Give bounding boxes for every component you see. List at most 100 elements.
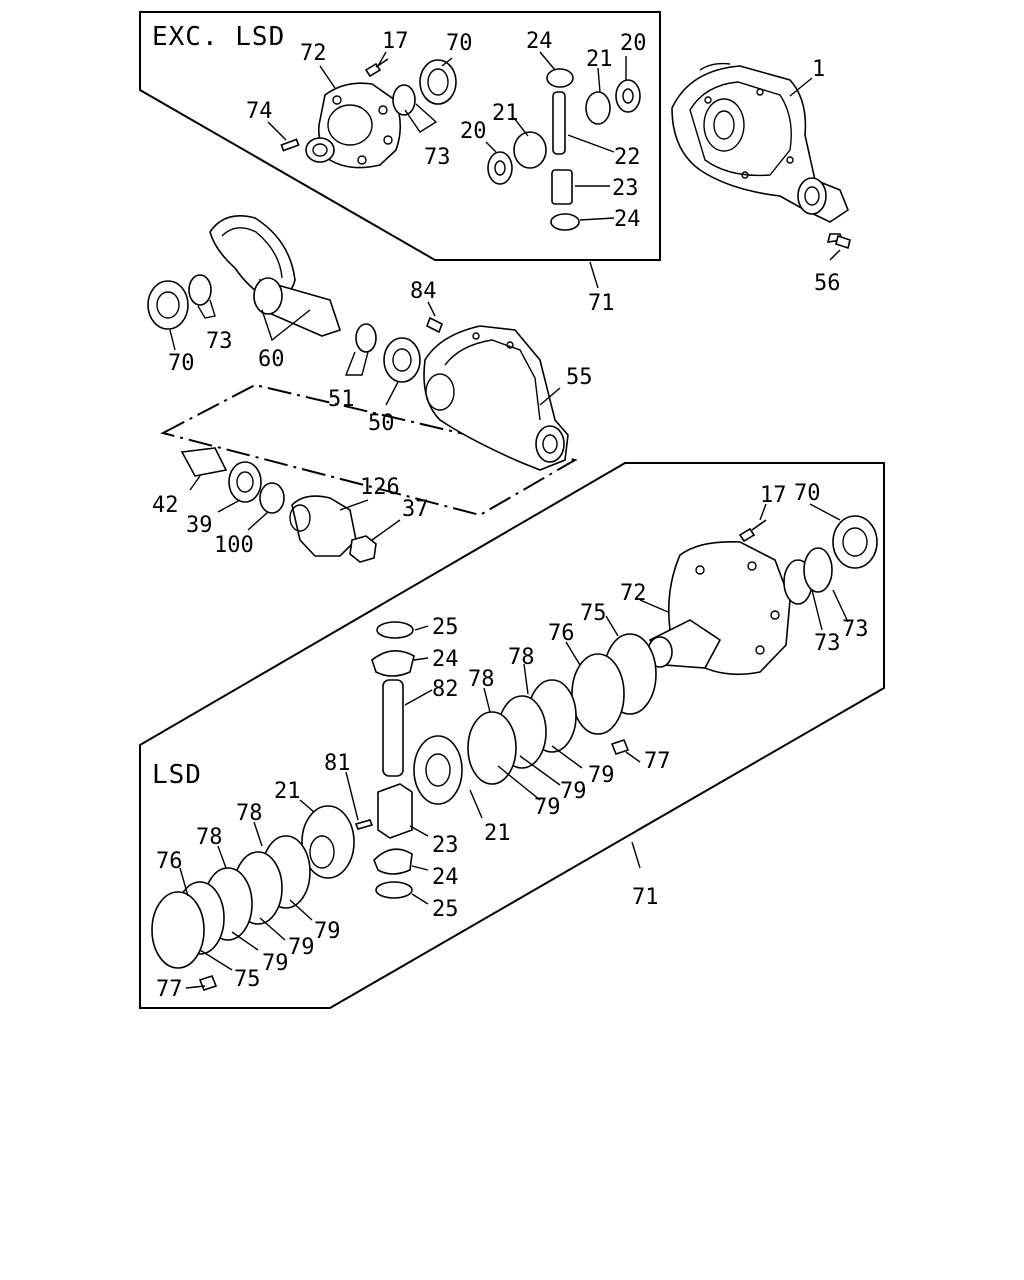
shim-73-lsd-b: [803, 547, 833, 593]
bolt-84: [425, 316, 444, 334]
bearing-50: [383, 337, 421, 383]
callout-75: 75: [580, 601, 607, 626]
carrier-assembly: [671, 62, 849, 243]
callout-24-lsd: 24: [432, 647, 459, 672]
callout-73b: 73: [206, 329, 233, 354]
lsd-diff-case: [647, 540, 791, 676]
callout-79-left: 79: [314, 919, 341, 944]
bearing-70-top: [419, 59, 457, 105]
nut-37: [349, 535, 377, 563]
callout-78b: 78: [508, 645, 535, 670]
callout-78-left-b: 78: [196, 825, 223, 850]
callout-17-lsd: 17: [760, 483, 787, 508]
spacer-42: [180, 447, 228, 477]
washer-25-top: [376, 621, 414, 639]
side-gear-21-left: [301, 805, 355, 879]
clip-77-left: [198, 975, 218, 991]
callout-79b: 79: [560, 779, 587, 804]
plate-76-right: [571, 653, 625, 735]
callout-77-left: 77: [156, 977, 183, 1002]
exc-lsd-title: EXC. LSD: [152, 22, 285, 52]
lsd-title: LSD: [152, 760, 202, 790]
callout-84: 84: [410, 279, 437, 304]
washer-25-bottom: [375, 881, 413, 899]
callout-labels: 1 17 70 72 74 73 24 20 21 20 21 22 23 24…: [152, 29, 869, 1002]
clip-77-right: [610, 739, 630, 755]
callout-20: 20: [620, 31, 647, 56]
callout-21: 21: [586, 47, 613, 72]
pin-74: [280, 138, 300, 152]
callout-81: 81: [324, 751, 351, 776]
bearing-39: [228, 461, 262, 503]
callout-21-lsd: 21: [484, 821, 511, 846]
callout-79-left-c: 79: [262, 951, 289, 976]
callout-100: 100: [214, 533, 254, 558]
callout-71: 71: [588, 291, 615, 316]
bearing-70-lsd: [832, 515, 878, 569]
shim-73-top: [392, 84, 416, 116]
callout-23: 23: [612, 176, 639, 201]
exc-lsd-frame: [139, 11, 661, 261]
callout-70: 70: [446, 31, 473, 56]
pin-81: [354, 819, 374, 830]
callout-56: 56: [814, 271, 841, 296]
flange-group-frame: [160, 383, 578, 517]
callout-70b: 70: [168, 351, 195, 376]
bolt-17-top: [364, 58, 389, 78]
plate-79-right: [467, 711, 517, 785]
callout-126: 126: [360, 475, 400, 500]
callout-22: 22: [614, 145, 641, 170]
side-gears-exc: [487, 68, 641, 231]
callout-37: 37: [402, 497, 429, 522]
callout-20b: 20: [460, 119, 487, 144]
carrier-housing-55: [423, 325, 569, 471]
plate-76-left: [151, 891, 205, 969]
callout-24b: 24: [614, 207, 641, 232]
callout-76: 76: [548, 621, 575, 646]
callout-17: 17: [382, 29, 409, 54]
callout-73-lsd-b: 73: [842, 617, 869, 642]
callout-73: 73: [424, 145, 451, 170]
callout-24: 24: [526, 29, 553, 54]
callout-42: 42: [152, 493, 179, 518]
callout-76-left: 76: [156, 849, 183, 874]
seal-100: [259, 482, 285, 514]
callout-78-left: 78: [236, 801, 263, 826]
callout-71-lsd: 71: [632, 885, 659, 910]
callout-25: 25: [432, 615, 459, 640]
leader-lines: [169, 51, 849, 989]
callout-79c: 79: [588, 763, 615, 788]
callout-1: 1: [812, 57, 825, 82]
callout-72-lsd: 72: [620, 581, 647, 606]
callout-75-left: 75: [234, 967, 261, 992]
flange-126: [289, 495, 357, 557]
callout-24-lsd-b: 24: [432, 865, 459, 890]
callout-25b: 25: [432, 897, 459, 922]
callout-79-left-b: 79: [288, 935, 315, 960]
lsd-frame: [139, 462, 885, 1009]
callout-74: 74: [246, 99, 273, 124]
callout-21-left: 21: [274, 779, 301, 804]
callout-73-lsd-a: 73: [814, 631, 841, 656]
callout-39: 39: [186, 513, 213, 538]
block-23: [377, 783, 413, 839]
callout-79: 79: [534, 795, 561, 820]
callout-70-lsd: 70: [794, 481, 821, 506]
shaft-82: [382, 679, 404, 777]
callout-23-lsd: 23: [432, 833, 459, 858]
callout-72: 72: [300, 41, 327, 66]
callout-82: 82: [432, 677, 459, 702]
callout-78: 78: [468, 667, 495, 692]
exc-diff-case: [305, 82, 402, 169]
bolt-17-lsd: [738, 519, 767, 543]
shim-51: [355, 323, 377, 353]
callout-50: 50: [368, 411, 395, 436]
ring-pinion-60: [209, 215, 342, 337]
callout-60: 60: [258, 347, 285, 372]
callout-55: 55: [566, 365, 593, 390]
callout-51: 51: [328, 387, 355, 412]
bearing-70-left: [147, 280, 189, 330]
callout-21b: 21: [492, 101, 519, 126]
